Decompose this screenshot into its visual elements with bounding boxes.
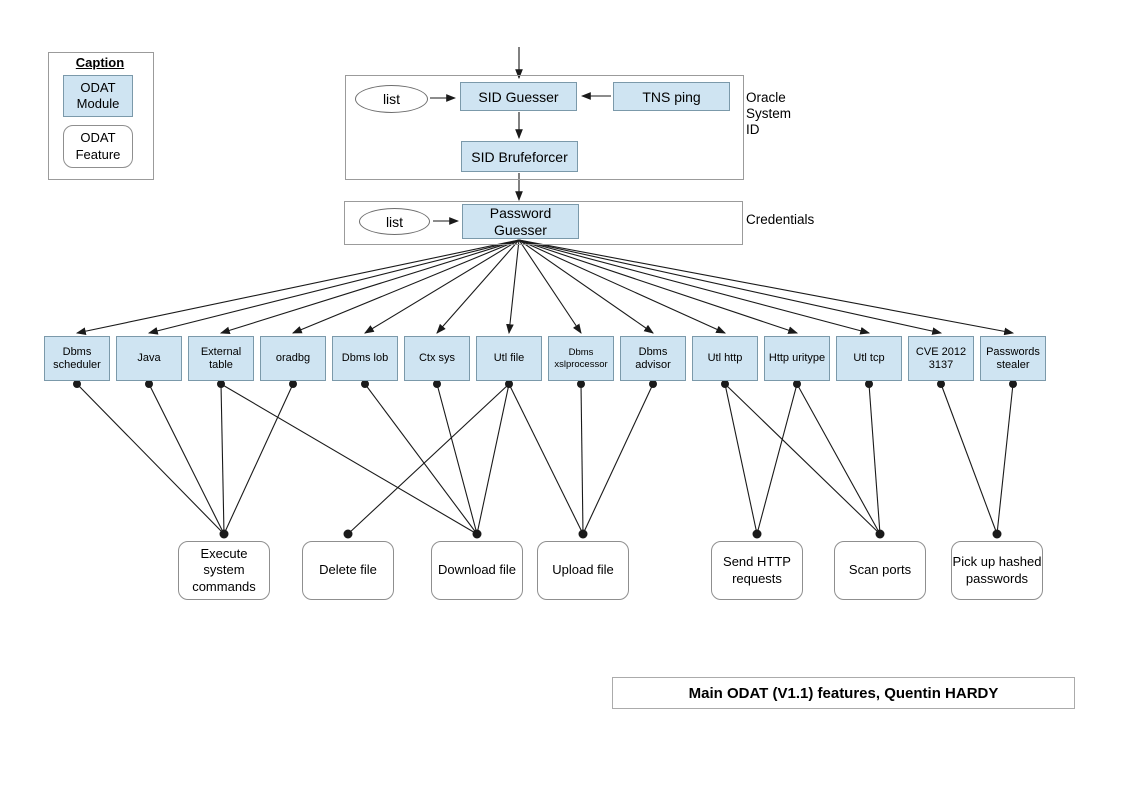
module-feature-link	[148, 383, 225, 535]
oracle-system-id-frame	[345, 75, 744, 180]
module-feature-link	[940, 383, 998, 535]
module-feature-link	[580, 383, 584, 535]
module-junction-dot	[145, 380, 153, 388]
module-dbms-xslprocessor: Dbms xslprocessor	[548, 336, 614, 381]
module-junction-dot	[793, 380, 801, 388]
feature-junction-dot	[992, 529, 1002, 539]
legend-odat-module-box: ODAT Module	[63, 75, 133, 117]
module-junction-dot	[649, 380, 657, 388]
module-oradbg: oradbg	[260, 336, 326, 381]
password-guesser-to-module-arrow	[147, 239, 520, 335]
module-feature-link	[223, 383, 294, 535]
module-http-uritype: Http uritype	[764, 336, 830, 381]
module-junction-dot	[505, 380, 513, 388]
list-node-password: list	[359, 208, 430, 235]
module-junction-dot	[433, 380, 441, 388]
password-guesser-to-module-arrow	[518, 239, 1015, 336]
module-feature-link	[582, 383, 654, 535]
module-feature-link	[364, 383, 478, 535]
module-feature-link	[508, 383, 584, 535]
sid-bruteforcer-box: SID Brufeforcer	[461, 141, 578, 172]
module-utl-http: Utl http	[692, 336, 758, 381]
module-feature-link	[796, 383, 881, 535]
password-guesser-to-module-arrow	[219, 239, 520, 335]
module-junction-dot	[865, 380, 873, 388]
module-feature-link	[436, 383, 478, 535]
feature-execute-system-commands: Execute system commands	[178, 541, 270, 600]
module-external-table: External table	[188, 336, 254, 381]
password-guesser-to-module-arrow	[518, 239, 799, 334]
password-guesser-to-module-arrow	[75, 239, 520, 335]
password-guesser-to-module-arrow	[518, 239, 943, 335]
password-guesser-to-module-arrow	[436, 239, 520, 334]
oracle-system-id-label: Oracle System ID	[746, 90, 792, 137]
caption-title: Caption	[75, 55, 125, 70]
feature-junction-dot	[472, 529, 482, 539]
module-cve-2012-3137: CVE 2012 3137	[908, 336, 974, 381]
module-feature-link	[756, 383, 798, 535]
module-feature-link	[724, 383, 881, 535]
module-junction-dot	[721, 380, 729, 388]
feature-junction-dot	[219, 529, 229, 539]
module-junction-dot	[1009, 380, 1017, 388]
password-guesser-to-module-arrow	[518, 239, 727, 334]
password-guesser-to-module-arrow	[291, 239, 520, 334]
module-junction-dot	[73, 380, 81, 388]
feature-send-http-requests: Send HTTP requests	[711, 541, 803, 600]
module-feature-link	[476, 383, 510, 535]
module-feature-link	[724, 383, 758, 535]
password-guesser-to-module-arrow	[518, 239, 582, 334]
module-dbms-scheduler: Dbms scheduler	[44, 336, 110, 381]
module-junction-dot	[937, 380, 945, 388]
feature-download-file: Download file	[431, 541, 523, 600]
module-java: Java	[116, 336, 182, 381]
feature-pick-up-hashed-passwords: Pick up hashed passwords	[951, 541, 1043, 600]
module-dbms-lob: Dbms lob	[332, 336, 398, 381]
password-guesser-box: Password Guesser	[462, 204, 579, 239]
password-guesser-to-module-arrow	[506, 239, 520, 335]
feature-junction-dot	[343, 529, 353, 539]
diagram-title-box: Main ODAT (V1.1) features, Quentin HARDY	[612, 677, 1075, 709]
module-dbms-advisor: Dbms advisor	[620, 336, 686, 381]
module-feature-link	[76, 383, 225, 535]
module-passwords-stealer: Passwords stealer	[980, 336, 1046, 381]
module-ctx-sys: Ctx sys	[404, 336, 470, 381]
module-feature-link	[996, 383, 1014, 535]
module-utl-tcp: Utl tcp	[836, 336, 902, 381]
module-utl-file: Utl file	[476, 336, 542, 381]
feature-scan-ports: Scan ports	[834, 541, 926, 600]
feature-junction-dot	[752, 529, 762, 539]
credentials-label: Credentials	[746, 212, 815, 227]
list-node-sid: list	[355, 85, 428, 113]
module-feature-link	[868, 383, 881, 535]
module-feature-link	[347, 383, 510, 535]
module-feature-link	[220, 383, 225, 535]
feature-junction-dot	[578, 529, 588, 539]
module-junction-dot	[289, 380, 297, 388]
password-guesser-to-module-arrow	[364, 239, 520, 334]
sid-guesser-box: SID Guesser	[460, 82, 577, 111]
password-guesser-to-module-arrow	[518, 239, 654, 334]
caption-legend-frame	[48, 52, 154, 180]
module-junction-dot	[577, 380, 585, 388]
module-feature-link	[220, 383, 478, 535]
module-junction-dot	[361, 380, 369, 388]
password-guesser-to-module-arrow	[518, 239, 871, 335]
module-junction-dot	[217, 380, 225, 388]
feature-upload-file: Upload file	[537, 541, 629, 600]
legend-odat-feature-box: ODAT Feature	[63, 125, 133, 168]
feature-junction-dot	[875, 529, 885, 539]
feature-delete-file: Delete file	[302, 541, 394, 600]
credentials-frame	[344, 201, 743, 245]
tns-ping-box: TNS ping	[613, 82, 730, 111]
